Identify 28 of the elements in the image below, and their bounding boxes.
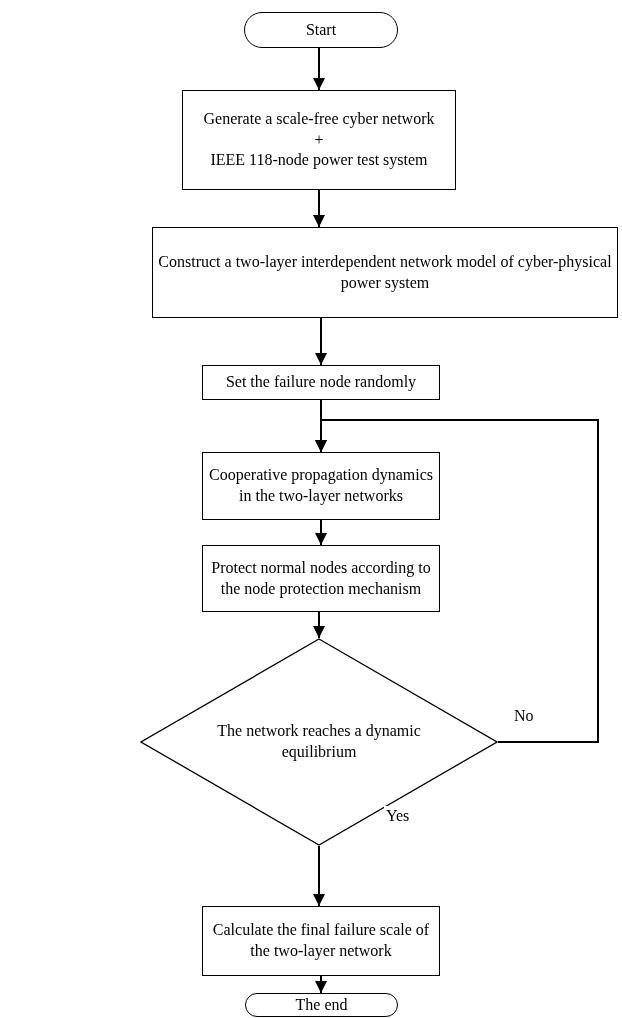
arrow	[315, 419, 599, 743]
node-text: Protect normal nodes according to the node protection mechanism	[210, 557, 432, 600]
process-box	[202, 906, 440, 976]
process-box	[202, 365, 440, 400]
node-text: Start	[305, 19, 337, 40]
arrow	[315, 519, 327, 546]
arrow	[315, 975, 327, 994]
node-text: Cooperative propagation dynamics in the two-layer networks	[208, 465, 434, 507]
node-text: The end	[295, 994, 348, 1015]
terminal-box	[244, 12, 398, 48]
arrow	[315, 317, 327, 366]
arrow	[313, 47, 325, 91]
decision-diamond	[140, 638, 498, 846]
node-text: Construct a two-layer interdependent network model of cyber-physical power system	[157, 251, 613, 294]
process-box	[202, 452, 440, 520]
node-text: Generate a scale-free cyber network	[203, 108, 435, 130]
terminal-box	[245, 993, 398, 1017]
process-box	[182, 90, 456, 190]
node-text: The network reaches a dynamic equilibrium	[216, 721, 422, 763]
node-text: Calculate the final failure scale of the two-layer network	[211, 920, 431, 962]
arrow	[313, 845, 325, 907]
process-box	[152, 227, 618, 318]
arrow	[313, 611, 325, 639]
node-text: IEEE 118-node power test system	[210, 150, 428, 171]
process-box	[202, 545, 440, 612]
node-text: +	[314, 129, 324, 150]
arrow	[313, 189, 325, 228]
node-text: Set the failure node randomly	[225, 372, 417, 393]
